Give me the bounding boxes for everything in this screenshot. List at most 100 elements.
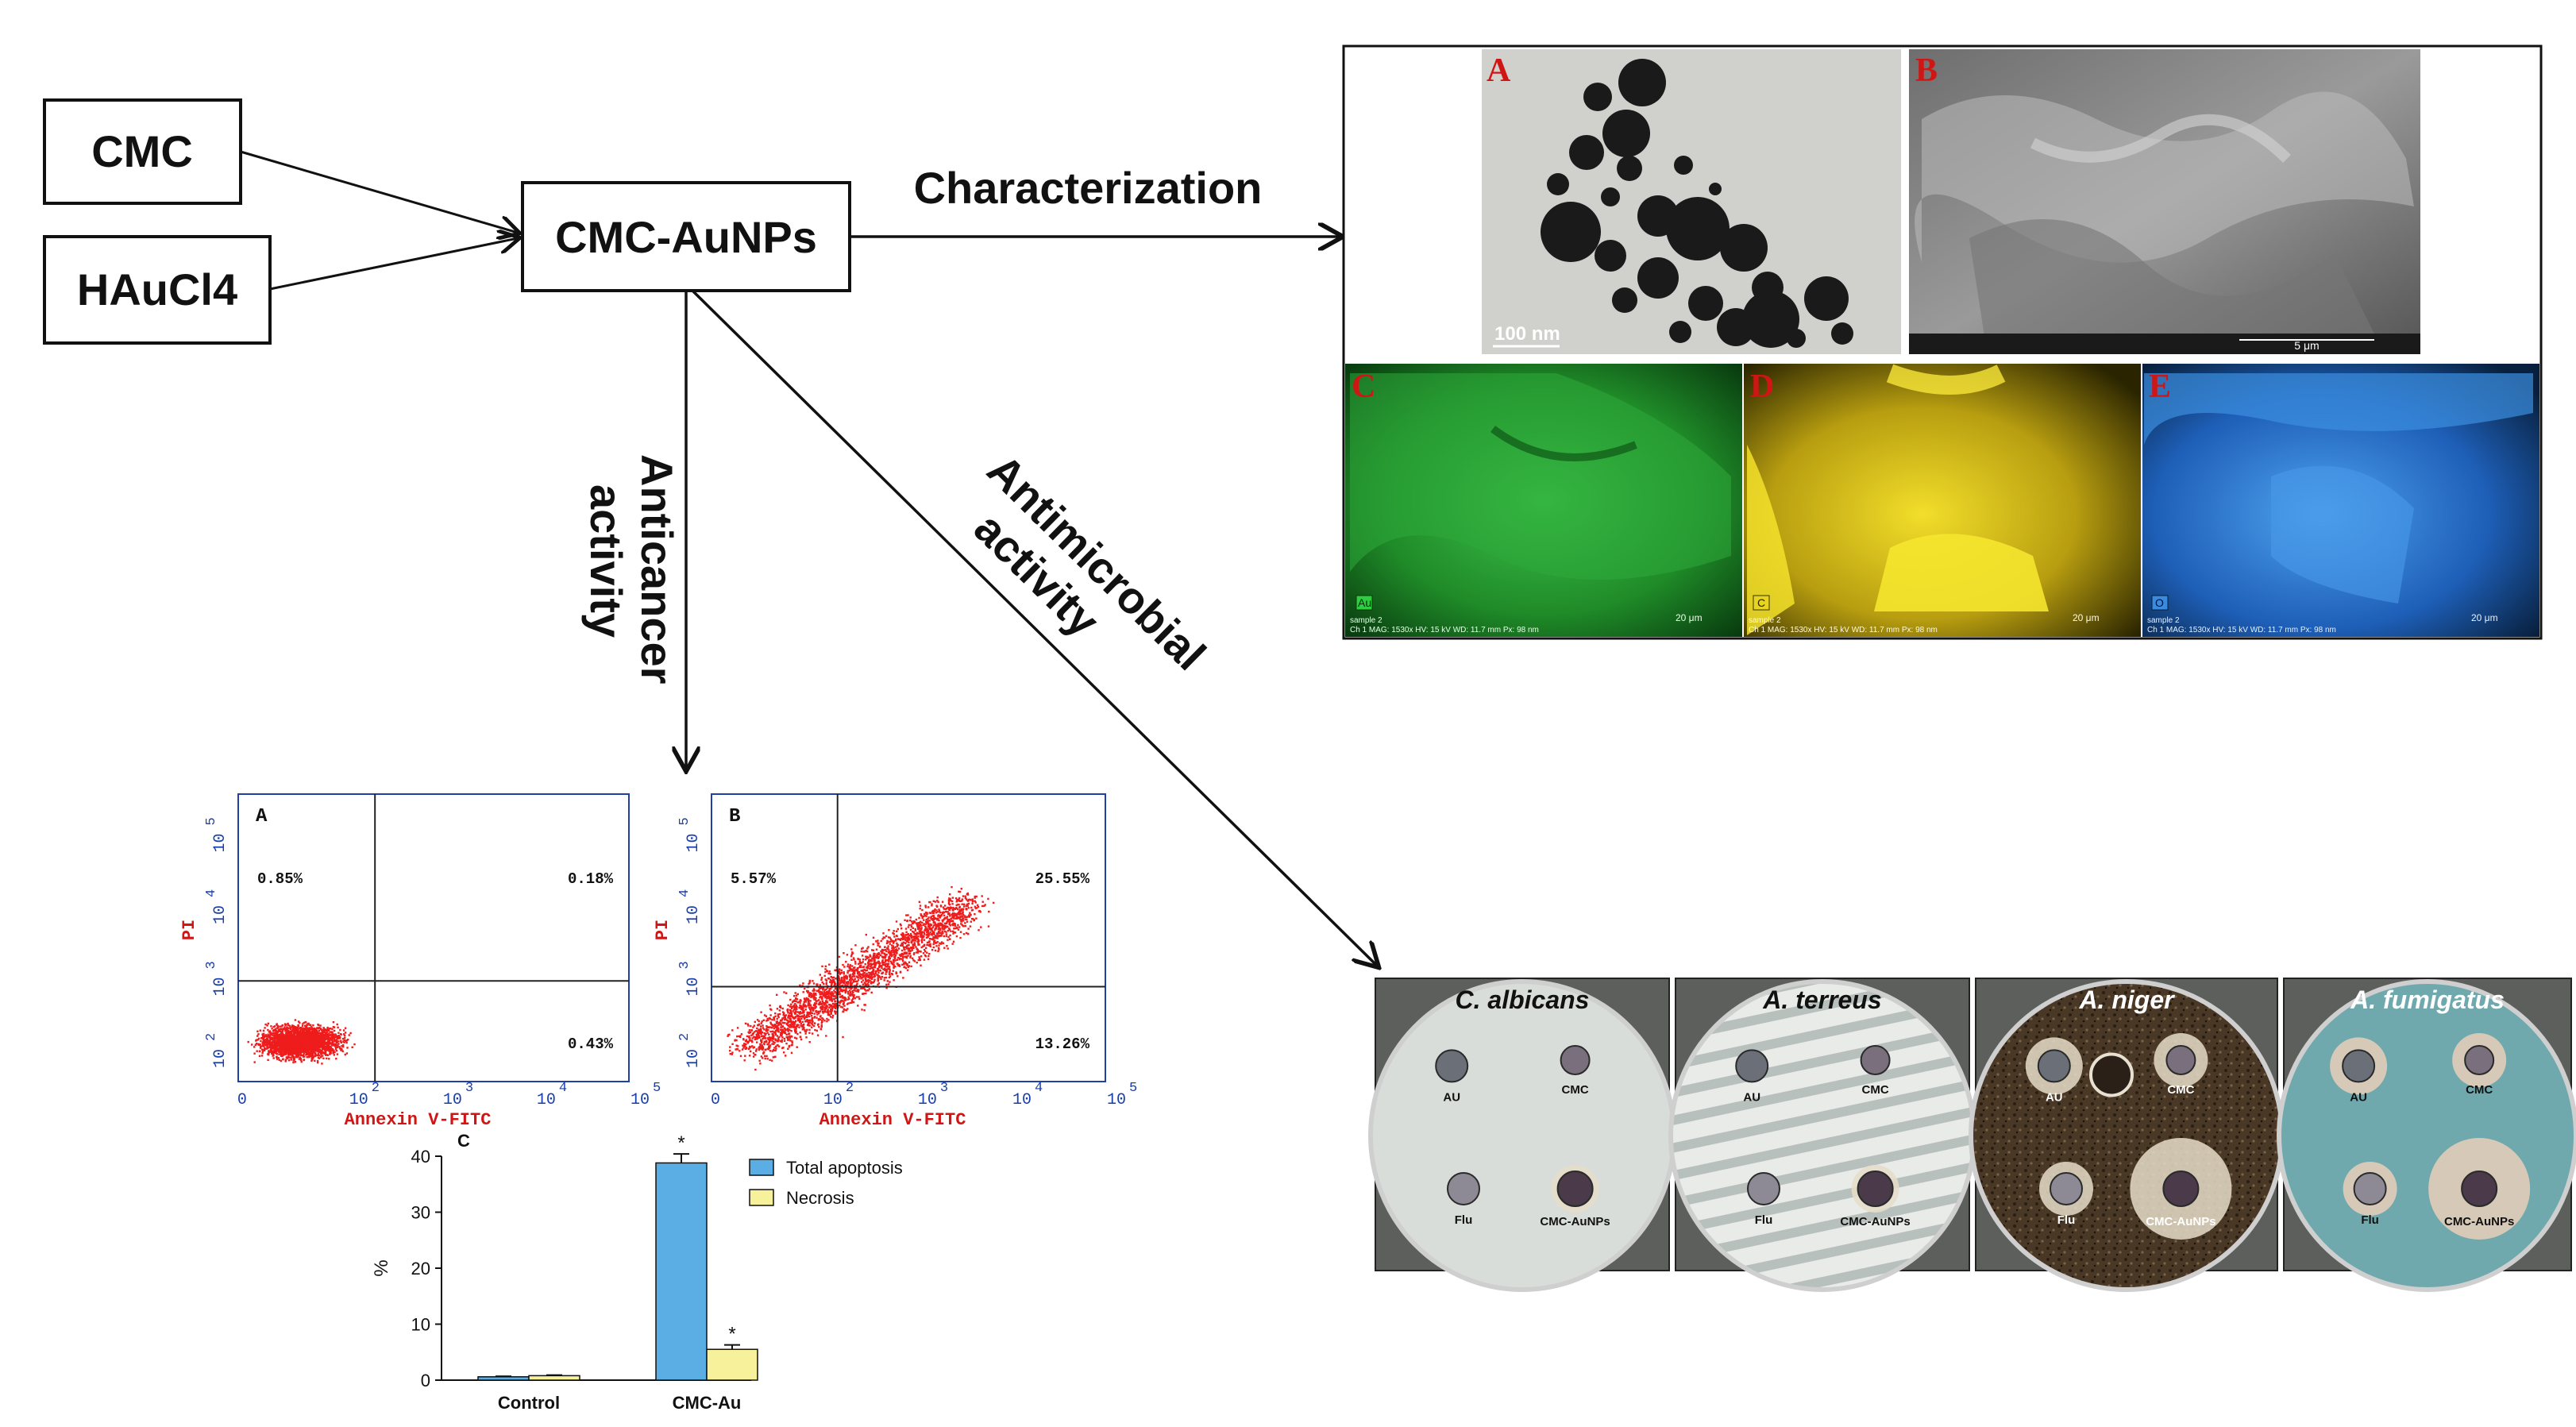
anticancer-label: Anticancer activity (581, 454, 682, 684)
haucl4-to-product-arrow (269, 238, 518, 291)
y-axis-title: PI (653, 920, 673, 940)
y-tick-label: 103 (677, 961, 703, 996)
well-label: CMC-AuNPs (1840, 1215, 1910, 1228)
quadrant-upper-right: 0.18% (568, 870, 614, 888)
x-tick-label: 10 (918, 1091, 937, 1109)
svg-text:5: 5 (204, 817, 219, 825)
fungal-colony (2089, 1052, 2134, 1097)
tem-scale-label: 100 nm (1494, 323, 1560, 345)
well (1735, 1049, 1769, 1083)
y-tick-label: 102 (204, 1033, 229, 1068)
edx-map-c: C sample 2 Ch 1 MAG: 1530x HV: 15 kV WD:… (1744, 364, 2141, 637)
well-label: Flu (2361, 1213, 2379, 1227)
nanoparticles (1541, 59, 1853, 348)
well-label: CMC (1562, 1083, 1589, 1097)
plate-title: A. fumigatus (2350, 985, 2505, 1014)
svg-text:4: 4 (204, 889, 219, 897)
x-tick-label: 10 (537, 1091, 556, 1109)
well (2464, 1045, 2495, 1076)
well (1860, 1045, 1891, 1076)
tem-image: 100 nm A (1482, 49, 1901, 354)
panel-letter-c: C (1352, 368, 1375, 405)
well-label: CMC (2167, 1083, 2194, 1097)
well (1560, 1045, 1591, 1076)
antimicrobial-arrow (691, 289, 1377, 966)
x-tick-exponent: 2 (372, 1081, 380, 1096)
haucl4-label: HAuCl4 (77, 264, 237, 314)
well-label: AU (1443, 1090, 1460, 1104)
event-dots (727, 885, 995, 1071)
cmc-box (43, 98, 242, 205)
event-dots (247, 1019, 356, 1065)
legend-label: Total apoptosis (786, 1158, 903, 1178)
quadrant-upper-right: 25.55% (1035, 870, 1090, 888)
petri-dish (1368, 979, 1676, 1292)
y-tick-label: 105 (204, 817, 229, 852)
haucl4-box (43, 235, 272, 345)
significance-marker: * (728, 1324, 735, 1345)
well (1857, 1170, 1894, 1207)
edx-info-au-2: Ch 1 MAG: 1530x HV: 15 kV WD: 11.7 mm Px… (1350, 626, 1539, 634)
y-tick-label: 0 (421, 1371, 430, 1390)
sem-image: 5 μm B (1909, 49, 2420, 354)
well-label: Flu (2057, 1213, 2076, 1227)
cmc-to-product-arrow (240, 150, 518, 233)
plate-title: A. terreus (1762, 985, 1881, 1014)
cmc-aunps-label: CMC-AuNPs (555, 212, 817, 262)
well-label: CMC-AuNPs (2444, 1215, 2514, 1228)
svg-text:10: 10 (211, 905, 229, 924)
well (2353, 1171, 2387, 1205)
x-tick-exponent: 5 (1129, 1081, 1137, 1096)
quadrant-lower-right: 0.43% (568, 1036, 614, 1053)
well-label: CMC (2466, 1083, 2493, 1097)
panel-letter-d: D (1750, 368, 1774, 405)
well (1447, 1171, 1480, 1205)
svg-text:2: 2 (204, 1033, 219, 1041)
well-label: AU (2350, 1090, 2367, 1104)
flow-panel-letter: A (256, 806, 268, 827)
y-tick-label: 30 (411, 1203, 430, 1223)
plate-title: A. niger (2078, 985, 2175, 1014)
bar-necrosis (528, 1375, 580, 1381)
legend-swatch (749, 1189, 774, 1206)
legend-swatch (749, 1159, 774, 1176)
svg-text:10: 10 (211, 978, 229, 997)
characterization-panel: 100 nm A 5 μm B Au sample 2 Ch 1 MAG: 15… (1342, 44, 2543, 640)
well-label: AU (2046, 1090, 2063, 1104)
x-tick-label: 0 (711, 1091, 720, 1109)
x-tick-label: 10 (349, 1091, 368, 1109)
antimicrobial-label: Antimicrobial activity (965, 445, 1215, 680)
y-tick-label: 20 (411, 1259, 430, 1279)
legend-label: Necrosis (786, 1188, 854, 1208)
petri-dish (1668, 979, 1976, 1292)
x-tick-exponent: 4 (1035, 1081, 1043, 1096)
flow-panel-letter: B (729, 806, 740, 827)
edx-info-o-1: sample 2 (2147, 616, 2180, 625)
y-tick-label: 104 (677, 889, 703, 924)
svg-text:Anticancer: Anticancer (632, 454, 682, 684)
bar-necrosis (706, 1348, 758, 1381)
y-tick-label: 105 (677, 817, 703, 852)
well (2461, 1170, 2498, 1207)
petri-dish (2277, 979, 2576, 1292)
edx-element-au: Au (1358, 596, 1371, 609)
significance-marker: * (677, 1132, 684, 1154)
x-tick-exponent: 5 (653, 1081, 661, 1096)
well-label: CMC-AuNPs (2146, 1215, 2215, 1228)
x-tick-exponent: 4 (559, 1081, 567, 1096)
category-label: CMC-Au (673, 1393, 742, 1413)
quadrant-lower-right: 13.26% (1035, 1036, 1090, 1053)
x-axis-title: Annexin V-FITC (345, 1110, 492, 1130)
characterization-label: Characterization (914, 163, 1263, 213)
edx-map-au: Au sample 2 Ch 1 MAG: 1530x HV: 15 kV WD… (1345, 364, 1742, 637)
y-tick-label: 103 (204, 961, 229, 996)
petri-dish (1969, 979, 2285, 1292)
bar-total-apoptosis (477, 1376, 530, 1381)
x-tick-label: 10 (1107, 1091, 1126, 1109)
panel-letter-a: A (1487, 52, 1511, 89)
edx-element-o: O (2155, 596, 2164, 609)
